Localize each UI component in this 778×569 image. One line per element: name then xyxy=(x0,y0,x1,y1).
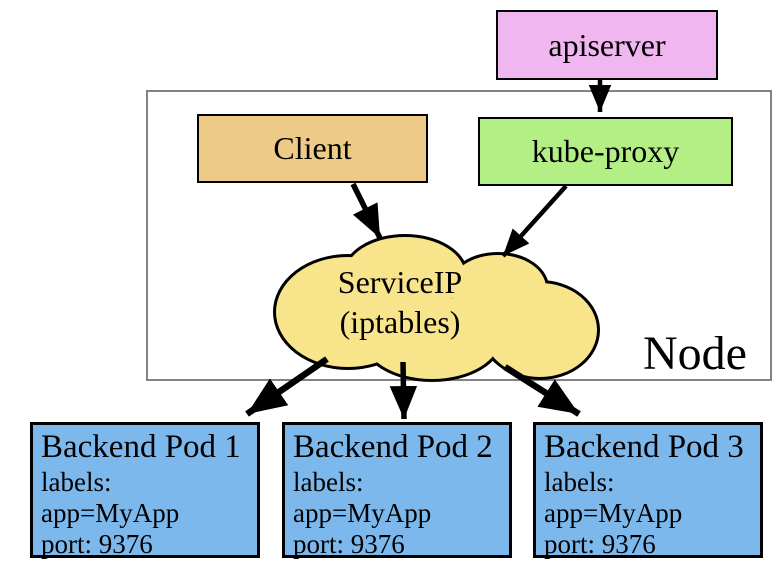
arrow-serviceip-to-pod1 xyxy=(245,356,329,417)
serviceip-cloud-text: ServiceIP (iptables) xyxy=(280,262,520,342)
arrow-serviceip-to-pod2 xyxy=(389,361,418,420)
backend-pod-1-box: Backend Pod 1 labels: app=MyApp port: 93… xyxy=(30,422,260,559)
apiserver-label: apiserver xyxy=(548,26,666,63)
pod-title: Backend Pod 1 xyxy=(41,429,241,465)
pod-title: Backend Pod 2 xyxy=(293,429,493,465)
arrow-client-to-serviceip xyxy=(350,182,383,240)
pod-title: Backend Pod 3 xyxy=(544,429,744,465)
backend-pod-3-box: Backend Pod 3 labels: app=MyApp port: 93… xyxy=(533,422,763,559)
apiserver-box: apiserver xyxy=(496,10,718,80)
node-label: Node xyxy=(643,327,747,380)
serviceip-cloud-shape xyxy=(273,234,600,382)
kube-proxy-label: kube-proxy xyxy=(531,133,680,169)
pod-labels: labels: app=MyApp xyxy=(41,467,180,528)
iptables-line: (iptables) xyxy=(339,304,461,340)
pod-labels: labels: app=MyApp xyxy=(293,467,432,528)
backend-pod-2-box: Backend Pod 2 labels: app=MyApp port: 93… xyxy=(282,422,512,559)
arrow-serviceip-to-pod3 xyxy=(503,364,581,417)
pod-port: port: 9376 xyxy=(293,529,405,559)
serviceip-line: ServiceIP xyxy=(337,264,463,300)
client-box: Client xyxy=(197,114,428,183)
pod-labels: labels: app=MyApp xyxy=(544,467,683,528)
arrow-kubeproxy-to-serviceip xyxy=(501,184,568,258)
pod-port: port: 9376 xyxy=(544,529,656,559)
client-label: Client xyxy=(273,130,352,166)
pod-port: port: 9376 xyxy=(41,529,153,559)
kube-proxy-box: kube-proxy xyxy=(478,117,733,186)
